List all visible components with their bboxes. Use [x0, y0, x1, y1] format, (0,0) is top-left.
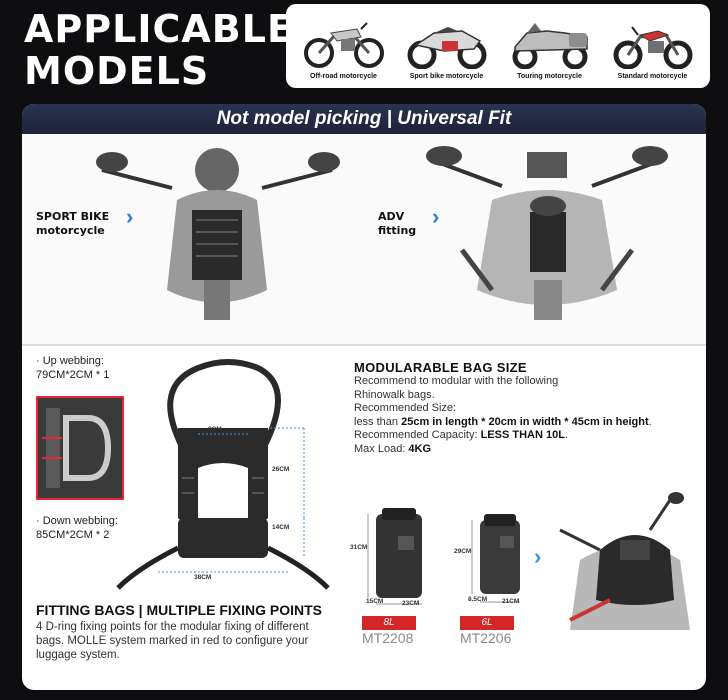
model-label: Standard motorcycle: [617, 73, 688, 80]
dim-9cm: 9CM: [208, 426, 222, 433]
model-label: Off-road motorcycle: [310, 73, 377, 80]
chevron-right-icon: ›: [126, 204, 134, 229]
chevron-right-icon: ›: [432, 204, 440, 229]
bag-size-line5-bold: LESS THAN 10L: [480, 429, 565, 441]
bag-size-text: Recommend to modular with the following …: [354, 375, 706, 456]
header: APPLICABLE MODELS Off-road motorcycle: [0, 0, 728, 104]
adv-callout-line2: fitting: [378, 224, 417, 237]
up-webbing-title: · Up webbing:: [36, 355, 104, 367]
bag-size-line5-pre: Recommended Capacity:: [354, 429, 481, 441]
model-label: Touring motorcycle: [517, 73, 582, 80]
bag-8l-depth: 15CM: [366, 598, 384, 605]
bike-with-bag-photo: [559, 492, 690, 630]
dim-14cm: 14CM: [272, 524, 290, 531]
bag-8l-height: 31CM: [350, 544, 368, 551]
bag-6l-image: [471, 514, 520, 603]
sportbike-front-photo: [96, 148, 340, 320]
model-touring: Touring motorcycle: [502, 19, 598, 80]
title-line-1: APPLICABLE: [24, 7, 294, 51]
main-panel: Not model picking | Universal Fit SPORT …: [22, 104, 706, 690]
bag-size-line6-pre: Max Load:: [354, 442, 409, 455]
bag-8l-image: [367, 508, 422, 605]
fitting-bags-text: 4 D-ring fixing points for the modular f…: [36, 621, 309, 661]
bag-size-line4-bold: 25cm in length * 20cm in width * 45cm in…: [401, 415, 649, 428]
bag-size-line4: less than 25cm in length * 20cm in width…: [354, 416, 706, 430]
sportbike-callout-line1: SPORT BIKE: [36, 210, 110, 223]
standard-motorcycle-icon: [613, 26, 692, 69]
bag-size-line3: Recommended Size:: [354, 402, 457, 414]
bag-size-line4-post: .: [648, 415, 652, 428]
bag-size-line1: Recommend to modular with the following: [354, 375, 559, 387]
fitting-bags-heading: FITTING BAGS | MULTIPLE FIXING POINTS: [36, 602, 322, 618]
title-line-2: MODELS: [24, 49, 210, 93]
model-offroad: Off-road motorcycle: [296, 19, 392, 80]
universal-fit-banner: Not model picking | Universal Fit: [22, 104, 706, 134]
fitting-photos: SPORT BIKE motorcycle › ADV fitting ›: [22, 134, 706, 344]
model-sportbike: Sport bike motorcycle: [399, 19, 495, 80]
page-title: APPLICABLE MODELS: [24, 8, 294, 92]
bag-8l-badge: 8L: [362, 616, 416, 630]
dim-38cm: 38CM: [194, 574, 212, 581]
adv-callout: ADV fitting: [378, 210, 416, 238]
adv-bike-front-photo: [426, 146, 668, 320]
up-webbing-value: 79CM*2CM * 1: [36, 369, 110, 381]
bag-6l-width: 21CM: [502, 598, 520, 605]
down-webbing-title: · Down webbing:: [36, 515, 118, 527]
bag-8l-code: MT2208: [362, 630, 414, 646]
bag-size-line5-post: .: [564, 429, 568, 441]
adv-callout-line1: ADV: [378, 210, 405, 223]
bag-size-line6-bold: 4KG: [408, 442, 432, 455]
d-ring-inset: [36, 396, 124, 500]
section-divider: [22, 344, 706, 346]
bag-size-line4-pre: less than: [354, 415, 402, 428]
dim-26cm: 26CM: [272, 466, 290, 473]
bag-6l-badge: 6L: [460, 616, 514, 630]
offroad-motorcycle-icon: [303, 22, 384, 68]
touring-motorcycle-icon: [512, 23, 588, 69]
bag-6l-depth: 8.5CM: [468, 596, 488, 603]
sportbike-callout-line2: motorcycle: [36, 224, 105, 237]
down-webbing-label: · Down webbing: 85CM*2CM * 2: [36, 514, 118, 542]
up-webbing-label: · Up webbing: 79CM*2CM * 1: [36, 354, 109, 382]
models-panel: Off-road motorcycle Sport bike motorcycl…: [286, 4, 710, 88]
harness-diagram: [116, 359, 330, 590]
chevron-right-icon: ›: [534, 544, 542, 569]
model-standard: Standard motorcycle: [605, 19, 701, 80]
bag-size-line5: Recommended Capacity: LESS THAN 10L.: [354, 429, 706, 443]
sportbike-callout: SPORT BIKE motorcycle: [36, 210, 109, 238]
model-label: Sport bike motorcycle: [409, 73, 484, 80]
bag-size-heading: MODULARABLE BAG SIZE: [354, 360, 527, 375]
bag-6l-code: MT2206: [460, 630, 512, 646]
bag-6l-height: 29CM: [454, 548, 472, 555]
bag-size-line6: Max Load: 4KG: [354, 443, 706, 457]
bag-size-line2: Rhinowalk bags.: [354, 388, 435, 401]
down-webbing-value: 85CM*2CM * 2: [36, 529, 110, 541]
d-ring-icon: [42, 408, 112, 488]
bag-8l-width: 23CM: [402, 600, 420, 607]
sportbike-motorcycle-icon: [407, 27, 486, 69]
